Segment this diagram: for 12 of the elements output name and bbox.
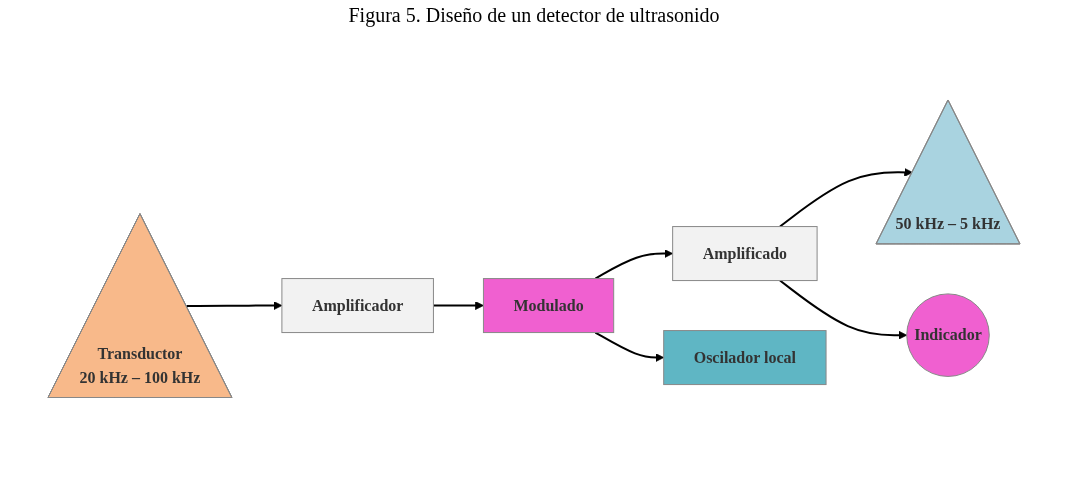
arrow <box>779 168 913 228</box>
arrow <box>594 331 665 363</box>
arrow <box>432 301 484 311</box>
node-circle: Indicador <box>906 293 990 378</box>
arrow <box>594 249 674 280</box>
arrow <box>185 301 283 311</box>
node-box: Modulado <box>482 278 615 334</box>
node-box: Oscilador local <box>663 330 827 386</box>
node-box: Amplificador <box>281 278 434 334</box>
arrow <box>779 279 908 340</box>
node-box: Amplificado <box>672 226 818 282</box>
figure-title: Figura 5. Diseño de un detector de ultrasonido <box>347 4 721 27</box>
